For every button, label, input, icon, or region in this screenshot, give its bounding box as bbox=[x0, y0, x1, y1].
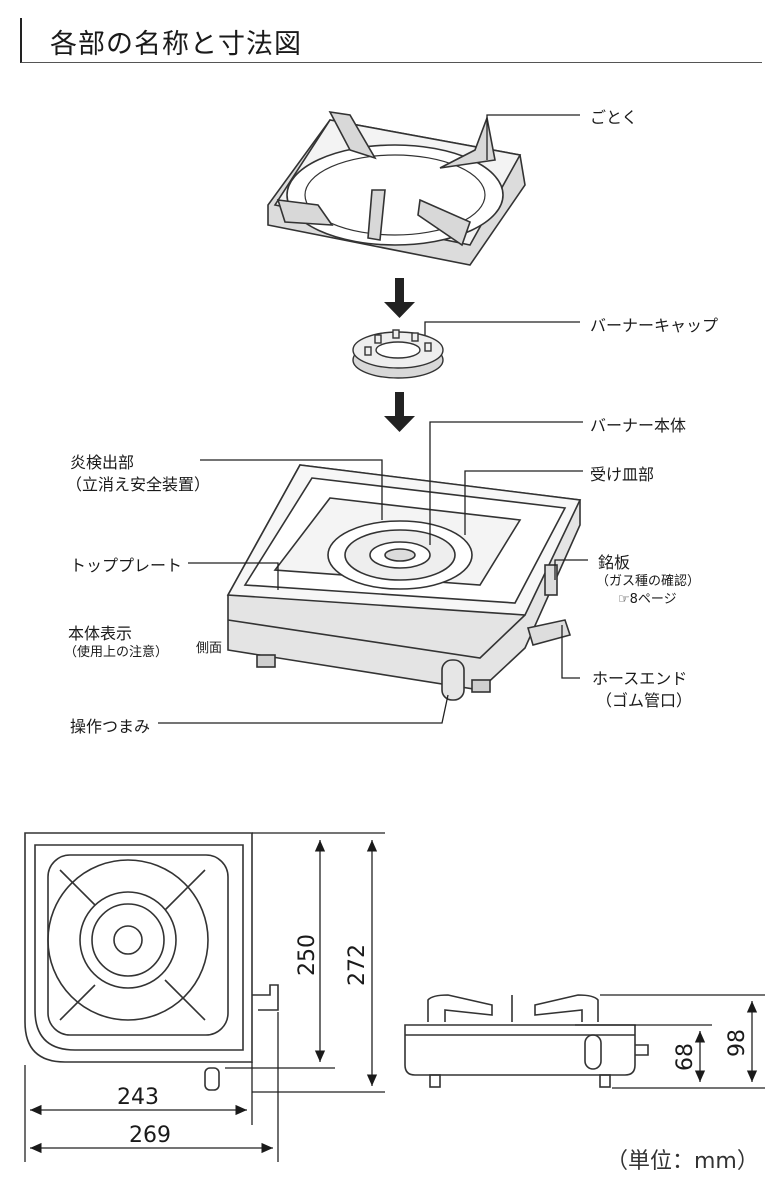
page-title: 各部の名称と寸法図 bbox=[50, 29, 302, 60]
leader-lines bbox=[158, 114, 588, 724]
label-nameplate-ref: 8ページ bbox=[629, 592, 677, 607]
label-nameplate: 銘板 bbox=[598, 553, 631, 572]
label-body-display: 本体表示 bbox=[68, 624, 133, 643]
dim-width-total: 269 bbox=[129, 1123, 171, 1148]
burner-cap-illustration bbox=[352, 329, 444, 379]
side-view-dimensions bbox=[575, 994, 765, 1089]
label-body-display-sub: （使用上の注意） bbox=[64, 645, 169, 660]
label-nameplate-sub: （ガス種の確認） bbox=[596, 574, 701, 589]
top-view-drawing bbox=[24, 832, 279, 1091]
label-burner-cap: バーナーキャップ bbox=[590, 316, 719, 335]
title-bar: 各部の名称と寸法図 bbox=[20, 18, 762, 63]
side-view-drawing bbox=[404, 994, 649, 1088]
stove-illustration bbox=[226, 464, 582, 701]
dim-height-total: 98 bbox=[725, 1029, 750, 1057]
dim-width-inner: 243 bbox=[117, 1085, 159, 1110]
label-hose-end: ホースエンド bbox=[592, 669, 688, 688]
dim-depth-inner: 250 bbox=[295, 934, 320, 976]
down-arrow-icon bbox=[384, 278, 415, 432]
label-flame-detector-sub: （立消え安全装置） bbox=[66, 475, 211, 494]
nameplate-page-reference: ☞8ページ bbox=[618, 588, 677, 607]
label-drip-pan: 受け皿部 bbox=[590, 465, 655, 484]
label-side: 側面 bbox=[196, 641, 223, 656]
pointing-hand-icon: ☞ bbox=[618, 592, 630, 607]
dim-depth-total: 272 bbox=[345, 944, 370, 986]
top-view-dimensions bbox=[24, 832, 385, 1162]
label-flame-detector: 炎検出部 bbox=[70, 453, 135, 472]
label-hose-end-sub: （ゴム管口） bbox=[596, 691, 693, 710]
label-burner-body: バーナー本体 bbox=[590, 416, 687, 435]
label-top-plate: トッププレート bbox=[70, 556, 183, 575]
label-knob: 操作つまみ bbox=[70, 717, 151, 736]
gotoku-illustration bbox=[267, 110, 526, 266]
unit-note: （単位：mm） bbox=[606, 1149, 759, 1174]
dim-height-body: 68 bbox=[673, 1043, 698, 1071]
label-gotoku: ごとく bbox=[590, 108, 638, 127]
